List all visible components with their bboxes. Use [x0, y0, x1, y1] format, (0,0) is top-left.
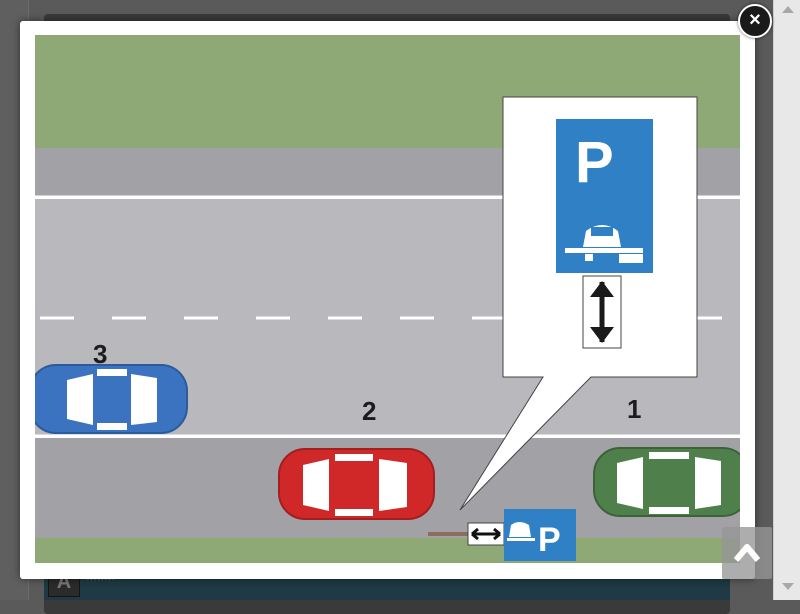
car-2-label: 2	[362, 396, 376, 426]
svg-text:P: P	[538, 521, 561, 559]
back-to-top-button[interactable]	[722, 527, 772, 579]
scroll-down-arrow-icon[interactable]	[782, 583, 794, 590]
car-1-label: 1	[627, 394, 641, 424]
car-3-label: 3	[93, 339, 107, 369]
scroll-up-arrow-icon[interactable]	[782, 6, 794, 13]
chevron-up-icon	[734, 544, 760, 562]
car-1	[593, 447, 740, 517]
parking-on-sidewalk-sign: P	[556, 119, 653, 273]
roadside-parking-sign: P	[428, 509, 576, 561]
close-icon[interactable]: ×	[738, 4, 772, 38]
lightbox-image: 3 2 1 P	[35, 35, 740, 563]
sign-distance-arrow	[582, 275, 622, 349]
page-scrollbar[interactable]	[773, 0, 800, 600]
sign-letter: P	[575, 130, 614, 195]
car-3	[35, 364, 188, 434]
car-2	[278, 448, 435, 520]
